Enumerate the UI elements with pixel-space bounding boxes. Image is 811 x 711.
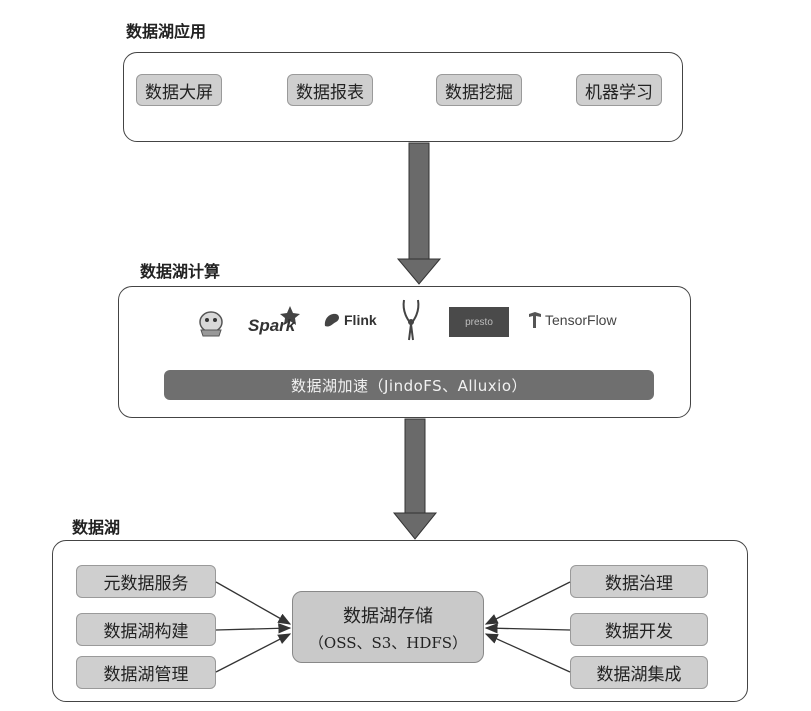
lake-left-item-manage[interactable]: 数据湖管理 xyxy=(76,656,216,689)
lake-section-title: 数据湖 xyxy=(72,518,121,537)
app-chip-ml[interactable]: 机器学习 xyxy=(576,74,662,106)
storage-subtitle: （OSS、S3、HDFS） xyxy=(308,633,468,652)
apps-section-title: 数据湖应用 xyxy=(126,22,207,41)
hive-icon xyxy=(193,304,229,340)
spark-label: Spark xyxy=(248,316,296,335)
app-chip-mining[interactable]: 数据挖掘 xyxy=(436,74,522,106)
app-chip-report[interactable]: 数据报表 xyxy=(287,74,373,106)
lake-left-item-build[interactable]: 数据湖构建 xyxy=(76,613,216,646)
tensorflow-label: TensorFlow xyxy=(545,312,617,328)
presto-label: presto xyxy=(465,316,493,328)
lake-left-item-metadata[interactable]: 元数据服务 xyxy=(76,565,216,598)
compute-section-title: 数据湖计算 xyxy=(140,262,221,281)
compute-to-lake-arrow xyxy=(392,418,438,540)
connector-left-2 xyxy=(215,623,292,634)
flink-label: Flink xyxy=(344,312,377,328)
lake-right-item-integration[interactable]: 数据湖集成 xyxy=(570,656,708,689)
apps-to-compute-arrow xyxy=(396,142,442,285)
flink-icon: Flink xyxy=(322,310,377,330)
connector-right-1 xyxy=(484,581,571,625)
storage-title: 数据湖存储 xyxy=(343,605,433,627)
connector-right-3 xyxy=(484,633,571,673)
spark-icon: Spark xyxy=(246,304,300,340)
lake-right-item-governance[interactable]: 数据治理 xyxy=(570,565,708,598)
tensorflow-icon: TensorFlow xyxy=(528,312,617,328)
connector-left-1 xyxy=(215,581,292,625)
impala-icon xyxy=(398,298,424,342)
connector-left-3 xyxy=(215,633,292,673)
lake-right-item-development[interactable]: 数据开发 xyxy=(570,613,708,646)
presto-icon: presto xyxy=(449,307,509,337)
acceleration-bar: 数据湖加速（JindoFS、Alluxio） xyxy=(164,370,654,400)
lake-storage-box[interactable]: 数据湖存储 （OSS、S3、HDFS） xyxy=(292,591,484,663)
connector-right-2 xyxy=(484,623,571,634)
app-chip-dashboard[interactable]: 数据大屏 xyxy=(136,74,222,106)
